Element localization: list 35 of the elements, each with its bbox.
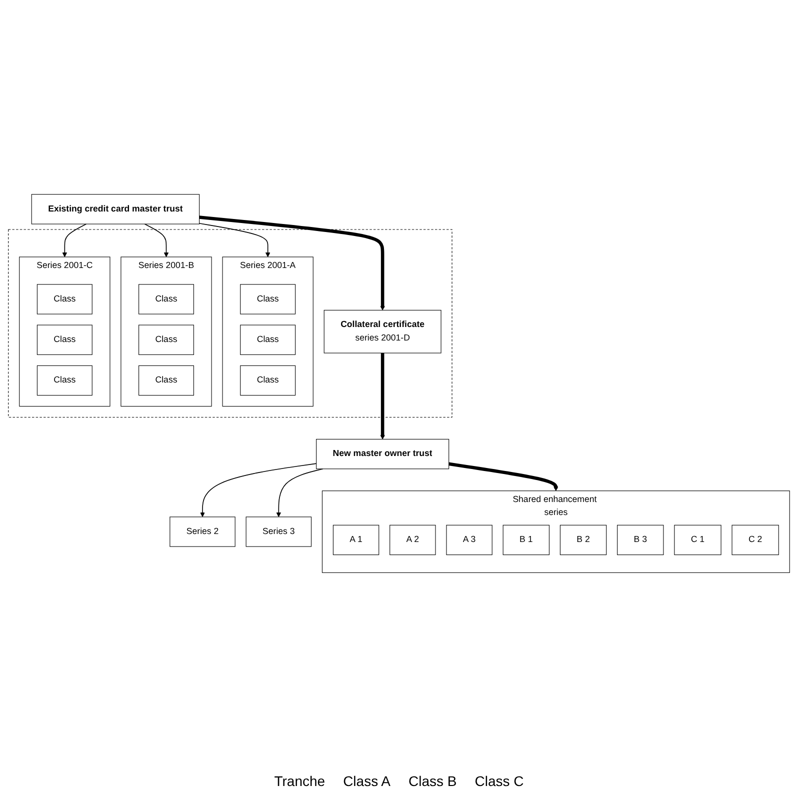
arrow <box>199 216 385 310</box>
node-box: C 1 <box>674 524 722 556</box>
node-box: A 3 <box>446 524 492 556</box>
node-box: Class <box>36 284 92 314</box>
arrow <box>62 224 87 258</box>
node-box: Class <box>138 365 194 396</box>
row-label: Class C <box>474 773 524 789</box>
arrow <box>380 353 385 440</box>
node-box: Series 3 <box>246 516 312 547</box>
cluster <box>8 229 452 418</box>
row-label: Tranche <box>274 773 326 789</box>
node-box: Existing credit card master trust <box>31 194 200 224</box>
node-box: A 2 <box>390 524 436 556</box>
node-box: C 2 <box>732 524 779 556</box>
node-box: Series 2 <box>170 516 236 547</box>
node-box: Class <box>36 324 92 355</box>
row-label: Class B <box>408 773 457 789</box>
node-box: B 1 <box>502 524 550 556</box>
node-box: Class <box>138 284 194 314</box>
node-box: Class <box>36 365 92 396</box>
node-box: New master owner trust <box>316 438 450 470</box>
arrow <box>448 462 558 492</box>
row-label: Class A <box>343 773 391 789</box>
node-box: Collateral certificate series 2001-D <box>324 310 442 354</box>
node-box: Class <box>138 324 194 355</box>
arrow <box>144 224 169 258</box>
node-box: A 1 <box>332 524 380 556</box>
node-box: B 3 <box>617 524 664 556</box>
arrow <box>276 468 324 518</box>
node-box: Class <box>240 324 296 355</box>
arrow <box>198 222 270 258</box>
node-box: Class <box>240 365 296 396</box>
node-box: B 2 <box>560 524 607 556</box>
node-box: Class <box>240 284 296 314</box>
arrow <box>200 463 317 518</box>
